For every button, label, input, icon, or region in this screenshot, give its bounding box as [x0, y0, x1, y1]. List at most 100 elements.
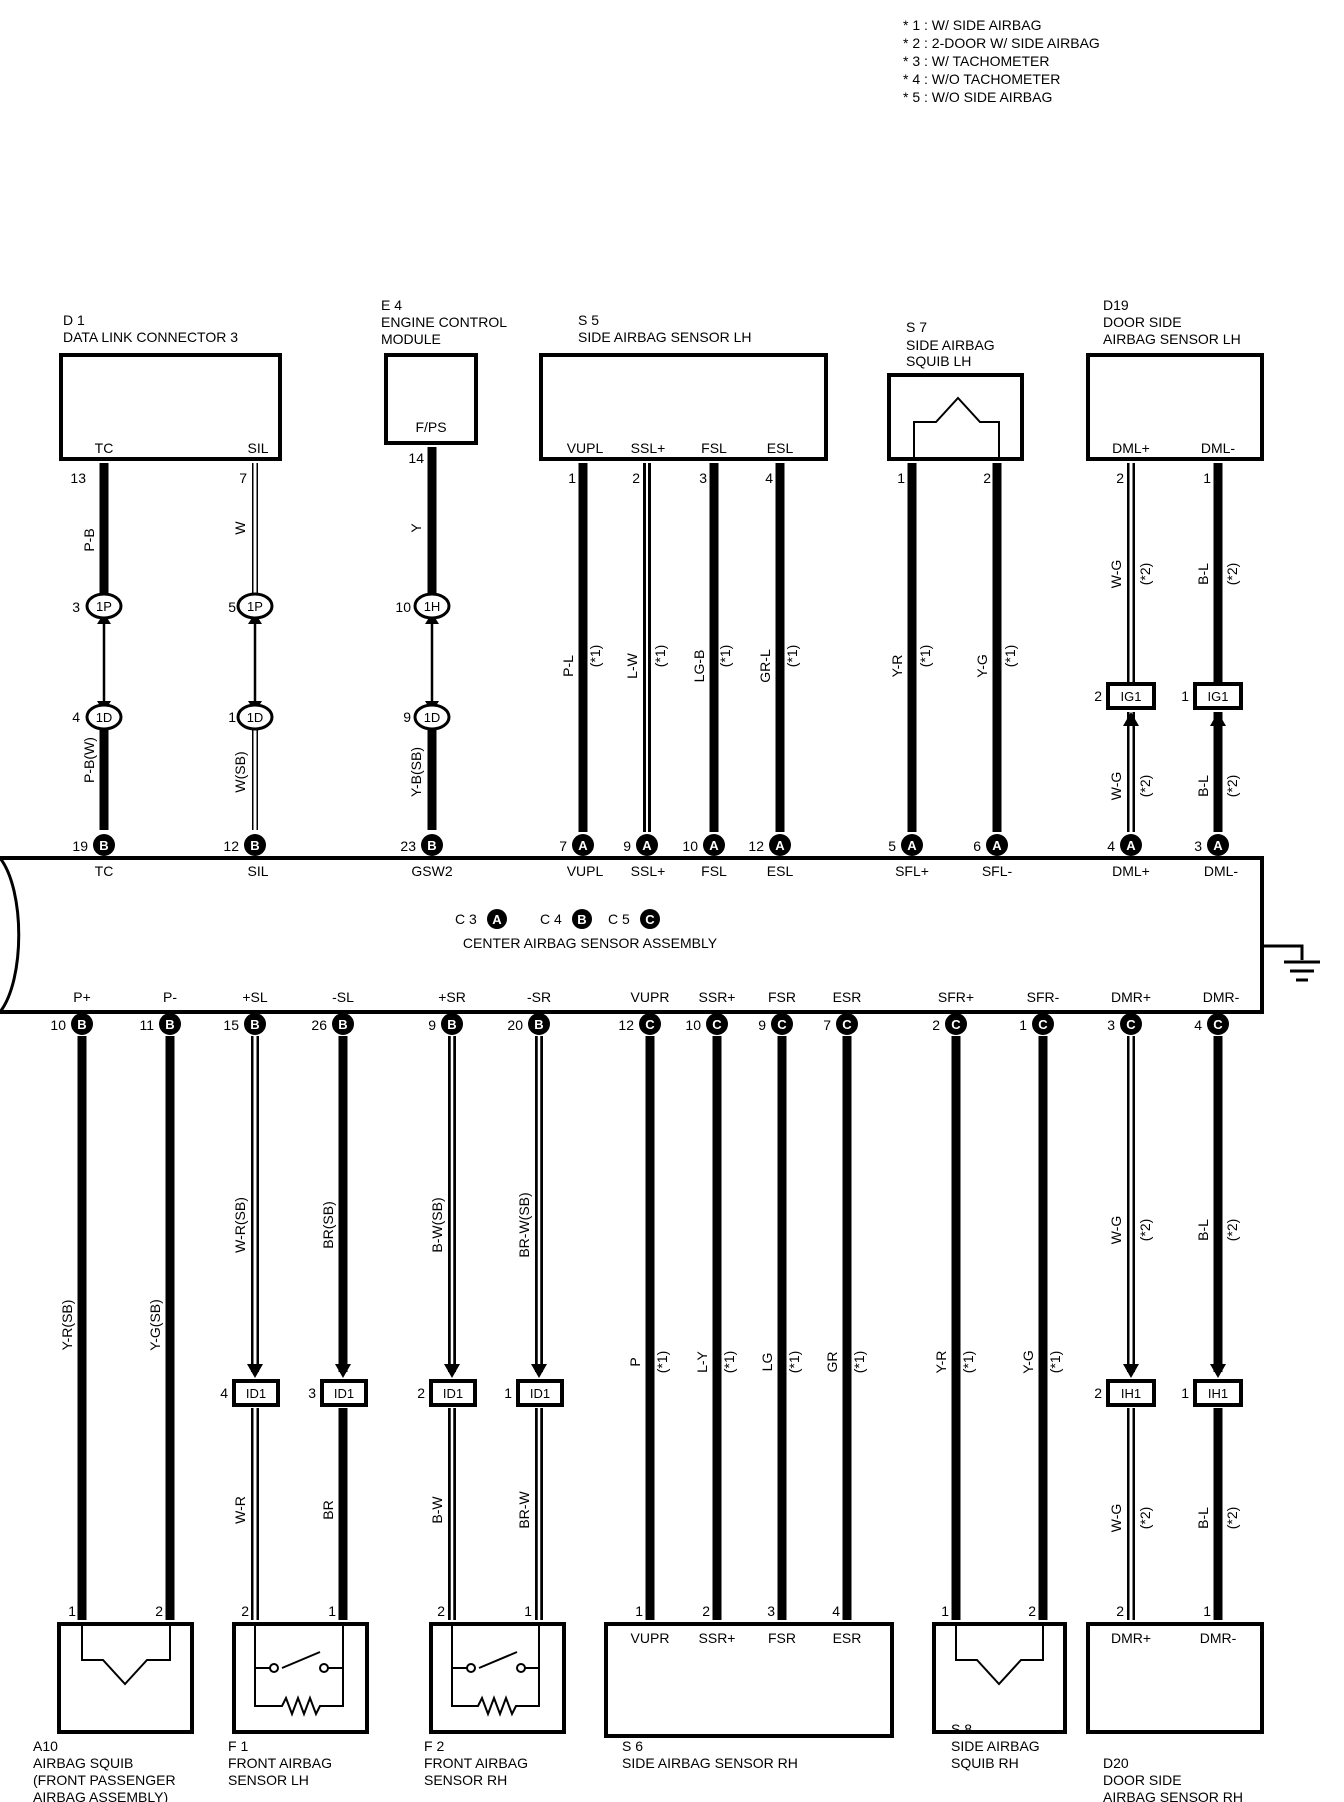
- cpin-top-sfl-plus-type: A: [907, 838, 917, 853]
- cpin-top-fsl: 10 A FSL: [682, 834, 727, 879]
- c3-marker: [487, 909, 507, 929]
- wire-color-fsr: LG: [759, 1353, 775, 1372]
- center-terminal-sr-minus: -SR: [527, 989, 551, 1005]
- s5-terminal-esl: ESL: [767, 440, 794, 456]
- cpin-bottom-sl-minus: -SL 26 B: [311, 989, 354, 1035]
- c4-marker: [572, 909, 592, 929]
- cpin-bottom-sfr-minus-num: 1: [1019, 1017, 1027, 1033]
- cpin-top-dml-minus-type: A: [1213, 838, 1223, 853]
- e4-name-1: ENGINE CONTROL: [381, 314, 507, 330]
- junction-dmr-plus-ih1: [1106, 1379, 1156, 1407]
- d20-code: D20: [1103, 1755, 1129, 1771]
- cpin-bottom-p-minus-type: B: [165, 1017, 174, 1032]
- cpin-top-fsl-marker: [703, 834, 725, 856]
- cpin-bottom-dmr-plus-type: C: [1126, 1017, 1136, 1032]
- cpin-bottom-sr-minus-num: 20: [507, 1017, 523, 1033]
- e4-pin-14: 14: [408, 450, 424, 466]
- cpin-bottom-sr-minus: -SR 20 B: [507, 989, 551, 1035]
- wire-color-vupl: P-L: [560, 655, 576, 677]
- cpin-bottom-sfr-minus-marker: [1032, 1013, 1054, 1035]
- junction-sr-plus-id1: [429, 1379, 477, 1407]
- note-esl: (*1): [784, 645, 800, 668]
- f1-name-2: SENSOR LH: [228, 1772, 309, 1788]
- cpin-bottom-sfr-plus-marker: [945, 1013, 967, 1035]
- wire-color-sil-upper: W: [232, 521, 248, 535]
- center-terminal-sl-plus: +SL: [242, 989, 268, 1005]
- cpin-bottom-vupr: VUPR 12 C: [618, 989, 669, 1035]
- s6-box: [604, 1622, 894, 1738]
- cpin-top-gsw2: 23 B GSW2: [400, 834, 453, 879]
- junction-dmr-minus-pin: 1: [1181, 1385, 1189, 1401]
- junction-gsw2-1h-name: 1H: [424, 599, 441, 614]
- s8-box: [932, 1622, 1067, 1734]
- note-dmr-minus-upper: (*2): [1224, 1219, 1240, 1242]
- d1-terminal-tc: TC: [95, 440, 114, 456]
- junction-dmr-minus-ih1: [1193, 1379, 1243, 1407]
- junction-gsw2-1h: [413, 592, 451, 620]
- center-terminal-sfl-plus: SFL+: [895, 863, 929, 879]
- center-terminal-sfr-plus: SFR+: [938, 989, 974, 1005]
- note-esr: (*1): [851, 1351, 867, 1374]
- cpin-bottom-dmr-minus: DMR- 4 C: [1194, 989, 1240, 1035]
- center-terminal-sfr-minus: SFR-: [1027, 989, 1060, 1005]
- d19-name-1: DOOR SIDE: [1103, 314, 1182, 330]
- junction-sil-1p-pin: 5: [228, 599, 236, 615]
- junction-sr-plus-name: ID1: [443, 1386, 463, 1401]
- junction-dmr-plus-pin: 2: [1094, 1385, 1102, 1401]
- bottom-labels: Y-R(SB) Y-G(SB) W-R(SB) BR(SB) B-W(SB) B…: [59, 1192, 1240, 1619]
- c5-marker: [640, 909, 660, 929]
- bottom-component-boxes: VUPR SSR+ FSR ESR DMR+ DMR-: [57, 1622, 1264, 1738]
- wire-color-vupr: P: [627, 1357, 643, 1366]
- wire-color-sfl-minus: Y-G: [974, 654, 990, 678]
- cpin-top-dml-minus-marker: [1207, 834, 1229, 856]
- cpin-top-dml-plus-num: 4: [1107, 838, 1115, 854]
- note-sfr-minus: (*1): [1047, 1351, 1063, 1374]
- f2-switch-symbol: [451, 1624, 540, 1717]
- top-labels: TC SIL F/PS VUPL SSL+ FSL ESL DML+ DML- …: [70, 419, 1240, 800]
- note-3: * 3 : W/ TACHOMETER: [903, 53, 1050, 69]
- wire-color-dml-plus-upper: W-G: [1108, 560, 1124, 589]
- s8-code: S 8: [951, 1721, 972, 1737]
- note-dml-plus-upper: (*2): [1137, 563, 1153, 586]
- center-name: CENTER AIRBAG SENSOR ASSEMBLY: [463, 935, 718, 951]
- junction-dmr-minus-name: IH1: [1208, 1386, 1228, 1401]
- wire-color-tc-lower: P-B(W): [81, 737, 97, 783]
- center-top-connectors: 19 B TC 12 B SIL 23 B GSW2 7 A VUPL 9 A …: [72, 834, 1238, 879]
- center-bottom-connectors: P+ 10 B P- 11 B +SL 15 B -SL 26 B +SR 9 …: [50, 989, 1240, 1035]
- s5-pin-2: 2: [632, 470, 640, 486]
- note-dml-minus-upper: (*2): [1224, 563, 1240, 586]
- wire-color-dml-minus-lower: B-L: [1195, 775, 1211, 797]
- d20-name-2: AIRBAG SENSOR RH: [1103, 1789, 1243, 1802]
- top-wires: [99, 447, 1223, 832]
- wire-color-p-plus: Y-R(SB): [59, 1300, 75, 1351]
- note-5: * 5 : W/O SIDE AIRBAG: [903, 89, 1052, 105]
- note-dmr-plus-lower: (*2): [1137, 1507, 1153, 1530]
- junction-gsw2-1h-pin: 10: [395, 599, 411, 615]
- d19-pin-1: 1: [1203, 470, 1211, 486]
- cpin-bottom-esr: ESR 7 C: [823, 989, 861, 1035]
- junction-tc-1p-pin: 3: [72, 599, 80, 615]
- s7-box: [887, 373, 1024, 461]
- note-2: * 2 : 2-DOOR W/ SIDE AIRBAG: [903, 35, 1100, 51]
- d19-code: D19: [1103, 297, 1129, 313]
- s5-code: S 5: [578, 312, 599, 328]
- s7-name-1: SIDE AIRBAG: [906, 337, 995, 353]
- cpin-bottom-sfr-plus: SFR+ 2 C: [932, 989, 974, 1035]
- cpin-bottom-sl-minus-marker: [332, 1013, 354, 1035]
- wire-color-dmr-plus-lower: W-G: [1108, 1504, 1124, 1533]
- cpin-top-sfl-plus-num: 5: [888, 838, 896, 854]
- cpin-bottom-sr-plus-type: B: [447, 1017, 456, 1032]
- center-terminal-esr: ESR: [833, 989, 862, 1005]
- e4-terminal-fps: F/PS: [415, 419, 446, 435]
- s6-pin-3: 3: [767, 1603, 775, 1619]
- c3-letter: A: [492, 912, 502, 927]
- e4-name-2: MODULE: [381, 331, 441, 347]
- wire-color-sr-plus-lower: B-W: [429, 1496, 445, 1524]
- s7-pin-2: 2: [983, 470, 991, 486]
- d19-terminal-dml-plus: DML+: [1112, 440, 1150, 456]
- cpin-top-fsl-type: A: [709, 838, 719, 853]
- s5-pin-1: 1: [568, 470, 576, 486]
- cpin-bottom-sl-plus-num: 15: [223, 1017, 239, 1033]
- note-dml-minus-lower: (*2): [1224, 775, 1240, 798]
- s8-name-2: SQUIB RH: [951, 1755, 1019, 1771]
